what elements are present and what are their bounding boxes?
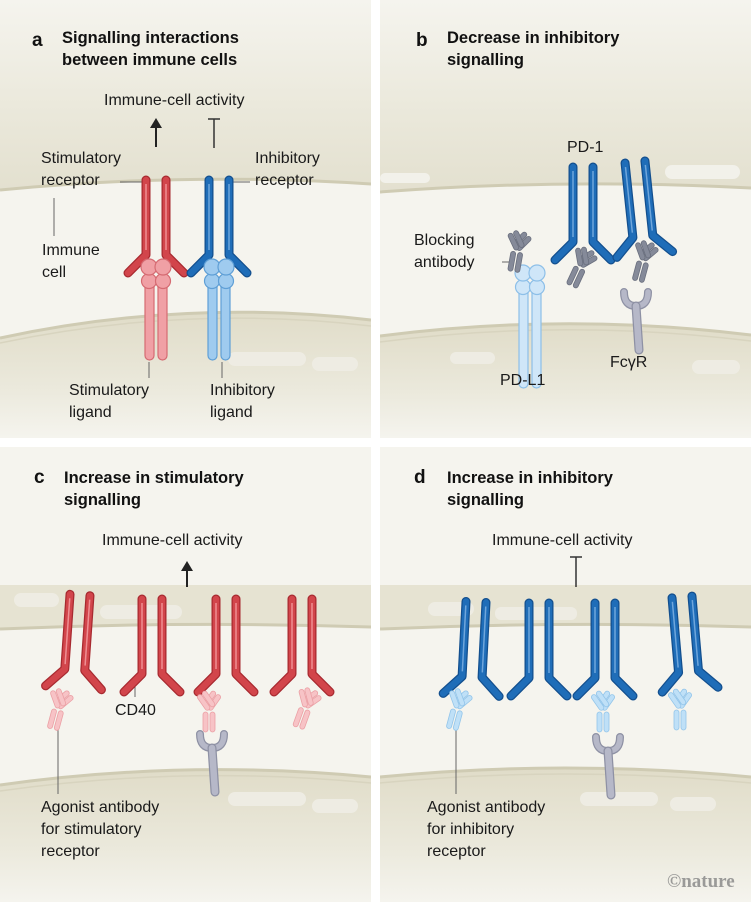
agonist-antibody-label: receptor <box>41 843 100 860</box>
immune-cell-label: Immune <box>42 242 100 259</box>
inhibitory-ligand-label: Inhibitory <box>210 382 275 399</box>
panel-letter: a <box>32 30 43 51</box>
inhibitory-receptor-label: receptor <box>255 172 314 189</box>
panel-title: Signalling interactions <box>62 29 239 47</box>
organelle <box>228 792 306 806</box>
immune-cell-activity-label: Immune-cell activity <box>104 92 245 109</box>
inhibition-bar-icon <box>570 556 582 587</box>
stimulatory-ligand-label: Stimulatory <box>69 382 150 399</box>
panel-title: signalling <box>447 491 525 509</box>
agonist-antibody-label: for inhibitory <box>427 821 515 838</box>
panel-d-illustration <box>380 556 751 902</box>
organelle <box>495 607 577 620</box>
agonist-antibody <box>40 685 77 734</box>
organelle <box>14 593 59 607</box>
arrow-head-icon <box>181 561 193 571</box>
panel-title: Increase in inhibitory <box>447 469 613 487</box>
lower-cell <box>380 323 751 438</box>
panel-title: Increase in stimulatory <box>64 469 244 487</box>
panel-title: Decrease in inhibitory <box>447 29 620 47</box>
panel-title: signalling <box>64 491 142 509</box>
lower-cell-membrane <box>0 310 371 340</box>
stimulatory-ligand-label: ligand <box>69 404 112 421</box>
organelle <box>670 797 716 811</box>
inhibitory-ligand-label: ligand <box>210 404 253 421</box>
arrow-head-icon <box>150 118 162 128</box>
organelle <box>312 357 358 371</box>
organelle <box>450 352 495 364</box>
lower-cell <box>0 312 371 438</box>
immune-cell-label: cell <box>42 264 67 281</box>
upper-immune-cell <box>380 0 751 192</box>
blocking-antibody-label: antibody <box>414 254 475 271</box>
organelle <box>692 360 740 374</box>
panel-b: b Decrease in inhibitory signalling PD-1… <box>380 0 751 438</box>
panel-letter: b <box>416 30 428 51</box>
cd40-label: CD40 <box>115 702 156 719</box>
fcgr-label: FcγR <box>610 354 648 371</box>
inhibition-bar-icon <box>208 118 220 148</box>
agonist-antibody-label: for stimulatory <box>41 821 142 838</box>
organelle <box>580 792 658 806</box>
lower-cell <box>380 768 751 902</box>
agonist-antibody <box>589 689 617 733</box>
agonist-antibody-label: Agonist antibody <box>41 799 160 816</box>
panel-c: c Increase in stimulatory signalling Imm… <box>0 447 371 902</box>
immune-cell-activity-label: Immune-cell activity <box>492 532 633 549</box>
immune-cell-activity-label: Immune-cell activity <box>102 532 243 549</box>
panel-letter: d <box>414 467 426 488</box>
panel-b-illustration <box>380 0 751 438</box>
panel-title: between immune cells <box>62 51 238 69</box>
agonist-antibody <box>195 689 223 733</box>
organelle <box>665 165 740 179</box>
upper-immune-cell <box>0 0 371 190</box>
upper-cell-membrane <box>0 177 371 192</box>
panel-d: d Increase in inhibitory signalling Immu… <box>380 447 751 902</box>
agonist-antibody <box>285 683 325 733</box>
nature-copyright: ©nature <box>667 871 735 892</box>
panel-a-illustration <box>0 0 371 438</box>
stimulatory-receptor-label: Stimulatory <box>41 150 122 167</box>
inhibitory-receptor-label: Inhibitory <box>255 150 320 167</box>
agonist-antibody-label: receptor <box>427 843 486 860</box>
stimulatory-receptor-label: receptor <box>41 172 100 189</box>
panel-letter: c <box>34 467 45 488</box>
organelle <box>228 352 306 366</box>
agonist-antibody <box>666 687 694 731</box>
blocking-antibody-label: Blocking <box>414 232 475 249</box>
organelle <box>312 799 358 813</box>
panel-a: a Signalling interactions between immune… <box>0 0 371 438</box>
inhibitory-receptor <box>191 180 247 273</box>
panel-title: signalling <box>447 51 525 69</box>
pdl1-label: PD-L1 <box>500 372 546 389</box>
panel-c-illustration <box>0 561 371 902</box>
agonist-antibody-label: Agonist antibody <box>427 799 546 816</box>
organelle <box>380 173 430 183</box>
stimulatory-receptor <box>128 180 184 273</box>
pd1-label: PD-1 <box>567 139 604 156</box>
